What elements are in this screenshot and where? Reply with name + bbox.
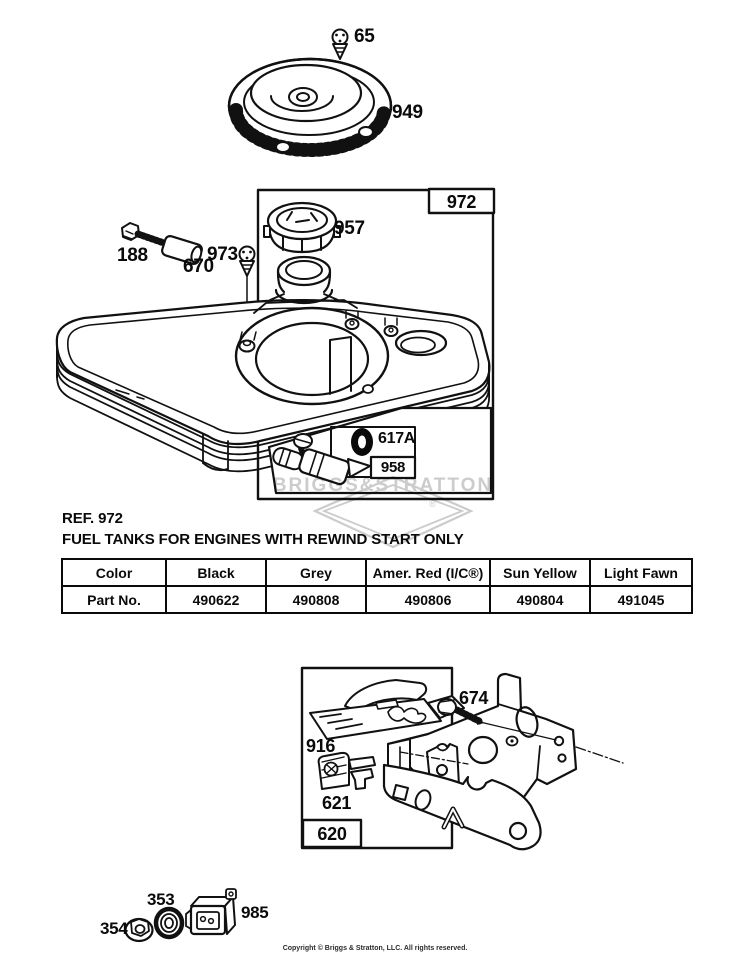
callout-fuel-cap-957: 957 bbox=[334, 218, 365, 239]
callout-group-620: 620 bbox=[317, 824, 347, 844]
header-cell-color: Color bbox=[61, 558, 167, 587]
part-cell-sun-yellow: 490804 bbox=[489, 585, 591, 614]
part-cell-label: Part No. bbox=[61, 585, 167, 614]
watermark-registered-mark: ® bbox=[429, 499, 436, 509]
bracket-620-art bbox=[300, 666, 624, 851]
callout-bracket-screw-674: 674 bbox=[459, 688, 489, 708]
header-cell-amer-red: Amer. Red (I/C®) bbox=[365, 558, 491, 587]
callout-screw-188: 188 bbox=[117, 245, 148, 266]
callout-nut-354: 354 bbox=[100, 919, 128, 938]
header-cell-light-fawn: Light Fawn bbox=[589, 558, 693, 587]
copyright-line: Copyright © Briggs & Stratton, LLC. All … bbox=[282, 945, 468, 952]
table-part-row: Part No. 490622 490808 490806 490804 491… bbox=[61, 585, 693, 614]
filler-neck-art bbox=[269, 255, 339, 305]
callout-stop-switch-985: 985 bbox=[241, 903, 269, 922]
fuel-tank-art bbox=[55, 299, 491, 473]
screw-65-art bbox=[331, 28, 349, 60]
fuel-tank-color-table: Color Black Grey Amer. Red (I/C®) Sun Ye… bbox=[61, 558, 693, 614]
callout-screw-973: 973 bbox=[207, 244, 238, 265]
header-cell-sun-yellow: Sun Yellow bbox=[489, 558, 591, 587]
group-972-label-box bbox=[427, 187, 496, 215]
callout-fuel-valve-958: 958 bbox=[380, 459, 406, 476]
callout-spacer-670: 670 bbox=[183, 256, 214, 277]
callout-clip-621: 621 bbox=[322, 793, 352, 813]
table-header-row: Color Black Grey Amer. Red (I/C®) Sun Ye… bbox=[61, 558, 693, 587]
fuel-cap-957-art bbox=[263, 201, 341, 254]
screw-188-spacer-670-art bbox=[121, 222, 203, 265]
part-cell-grey: 490808 bbox=[265, 585, 367, 614]
briggs-stratton-watermark: BRIGGS&STRATTON ® bbox=[273, 475, 493, 549]
header-cell-grey: Grey bbox=[265, 558, 367, 587]
small-parts-art bbox=[124, 888, 237, 943]
fuel-valve-inset-art bbox=[267, 406, 493, 495]
callout-o-ring-617a: 617A bbox=[378, 430, 416, 447]
part-cell-black: 490622 bbox=[165, 585, 267, 614]
section-title: FUEL TANKS FOR ENGINES WITH REWIND START… bbox=[62, 531, 464, 548]
section-ref: REF. 972 bbox=[62, 510, 123, 527]
watermark-text: BRIGGS&STRATTON bbox=[273, 475, 493, 496]
part-cell-light-fawn: 491045 bbox=[589, 585, 693, 614]
blower-housing-949-art bbox=[227, 57, 393, 157]
callout-screw-65: 65 bbox=[354, 26, 375, 47]
part-cell-amer-red: 490806 bbox=[365, 585, 491, 614]
callout-control-plate-916: 916 bbox=[306, 736, 336, 756]
callout-washer-353: 353 bbox=[147, 890, 175, 909]
callout-blower-housing-949: 949 bbox=[392, 102, 423, 123]
screw-973-art bbox=[238, 245, 256, 321]
callout-group-972: 972 bbox=[446, 192, 477, 212]
header-cell-black: Black bbox=[165, 558, 267, 587]
